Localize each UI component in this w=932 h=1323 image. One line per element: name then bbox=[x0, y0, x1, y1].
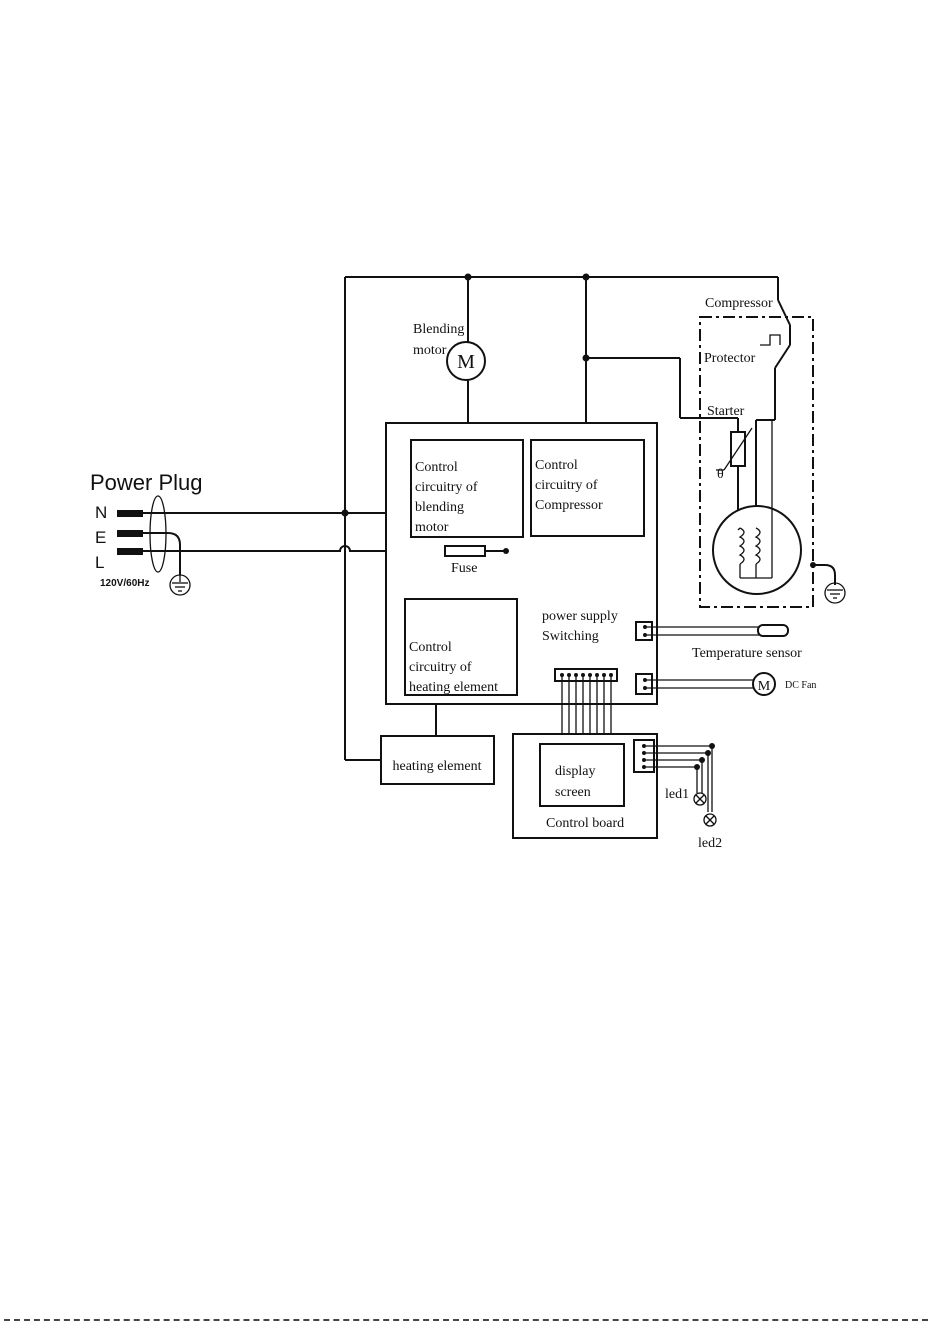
ctrl-comp-text-1: Control bbox=[535, 458, 578, 473]
ctrl-blend-text-3: blending bbox=[415, 500, 464, 515]
temperature-sensor-label: Temperature sensor bbox=[692, 646, 802, 661]
ptc-starter-icon bbox=[716, 428, 752, 470]
display-text-2: screen bbox=[555, 785, 591, 800]
ctrl-blend-text-1: Control bbox=[415, 460, 458, 475]
power-supply-text-1: power supply bbox=[542, 609, 618, 624]
motor-symbol: M bbox=[457, 351, 475, 373]
ctrl-compressor: Control circuitry of Compressor bbox=[531, 440, 644, 536]
temperature-sensor: Temperature sensor bbox=[636, 622, 802, 661]
fan-motor-symbol: M bbox=[758, 679, 771, 694]
sensor-connector bbox=[636, 622, 652, 640]
compressor-label: Compressor bbox=[705, 296, 773, 311]
power-supply-text-2: Switching bbox=[542, 629, 599, 644]
blending-motor-label-1: Blending bbox=[413, 322, 464, 337]
pin-n bbox=[117, 510, 143, 517]
starter-label: Starter bbox=[707, 404, 745, 419]
fuse-icon bbox=[445, 546, 485, 556]
pin-e-label: E bbox=[95, 528, 106, 547]
dc-fan-label: DC Fan bbox=[785, 680, 816, 691]
pin-n-label: N bbox=[95, 503, 107, 522]
heating-element: heating element bbox=[381, 736, 494, 784]
voltage-label: 120V/60Hz bbox=[100, 578, 149, 589]
led2-label: led2 bbox=[698, 836, 722, 851]
led1-lamp-icon bbox=[694, 793, 706, 805]
ctrl-blend-text-2: circuitry of bbox=[415, 480, 478, 495]
compressor: Compressor Protector Starter θ bbox=[700, 295, 845, 607]
led1-label: led1 bbox=[665, 787, 689, 802]
compressor-ground-icon bbox=[825, 583, 845, 603]
power-plug: Power Plug N E L 120V/60Hz bbox=[90, 470, 203, 595]
led2-lamp-icon bbox=[704, 814, 716, 826]
power-plug-label: Power Plug bbox=[90, 470, 203, 495]
pin-l-label: L bbox=[95, 553, 104, 572]
ctrl-heating-element: Control circuitry of heating element bbox=[405, 599, 517, 695]
ctrl-heat-text-2: circuitry of bbox=[409, 660, 472, 675]
control-board: display screen Control board bbox=[513, 734, 722, 851]
heating-element-label: heating element bbox=[392, 759, 481, 774]
ctrl-blending-motor: Control circuitry of blending motor bbox=[411, 440, 523, 537]
ctrl-blend-text-4: motor bbox=[415, 520, 449, 535]
ctrl-comp-text-2: circuitry of bbox=[535, 478, 598, 493]
pin-l bbox=[117, 548, 143, 555]
fuse-label: Fuse bbox=[451, 561, 477, 576]
footer-rule bbox=[4, 1319, 928, 1321]
display-text-1: display bbox=[555, 764, 595, 779]
protector-label: Protector bbox=[704, 351, 756, 366]
pin-e bbox=[117, 530, 143, 537]
ctrl-heat-text-3: heating element bbox=[409, 680, 498, 695]
blending-motor: Blending motor M bbox=[413, 322, 485, 380]
ctrl-heat-text-1: Control bbox=[409, 640, 452, 655]
blending-motor-label-2: motor bbox=[413, 343, 447, 358]
dc-fan: M DC Fan bbox=[636, 673, 816, 695]
fan-connector bbox=[636, 674, 652, 694]
ctrl-comp-text-3: Compressor bbox=[535, 498, 603, 513]
sensor-probe-icon bbox=[758, 625, 788, 636]
theta-symbol: θ bbox=[717, 467, 724, 482]
ground-icon bbox=[170, 575, 190, 595]
control-board-label: Control board bbox=[546, 816, 624, 831]
